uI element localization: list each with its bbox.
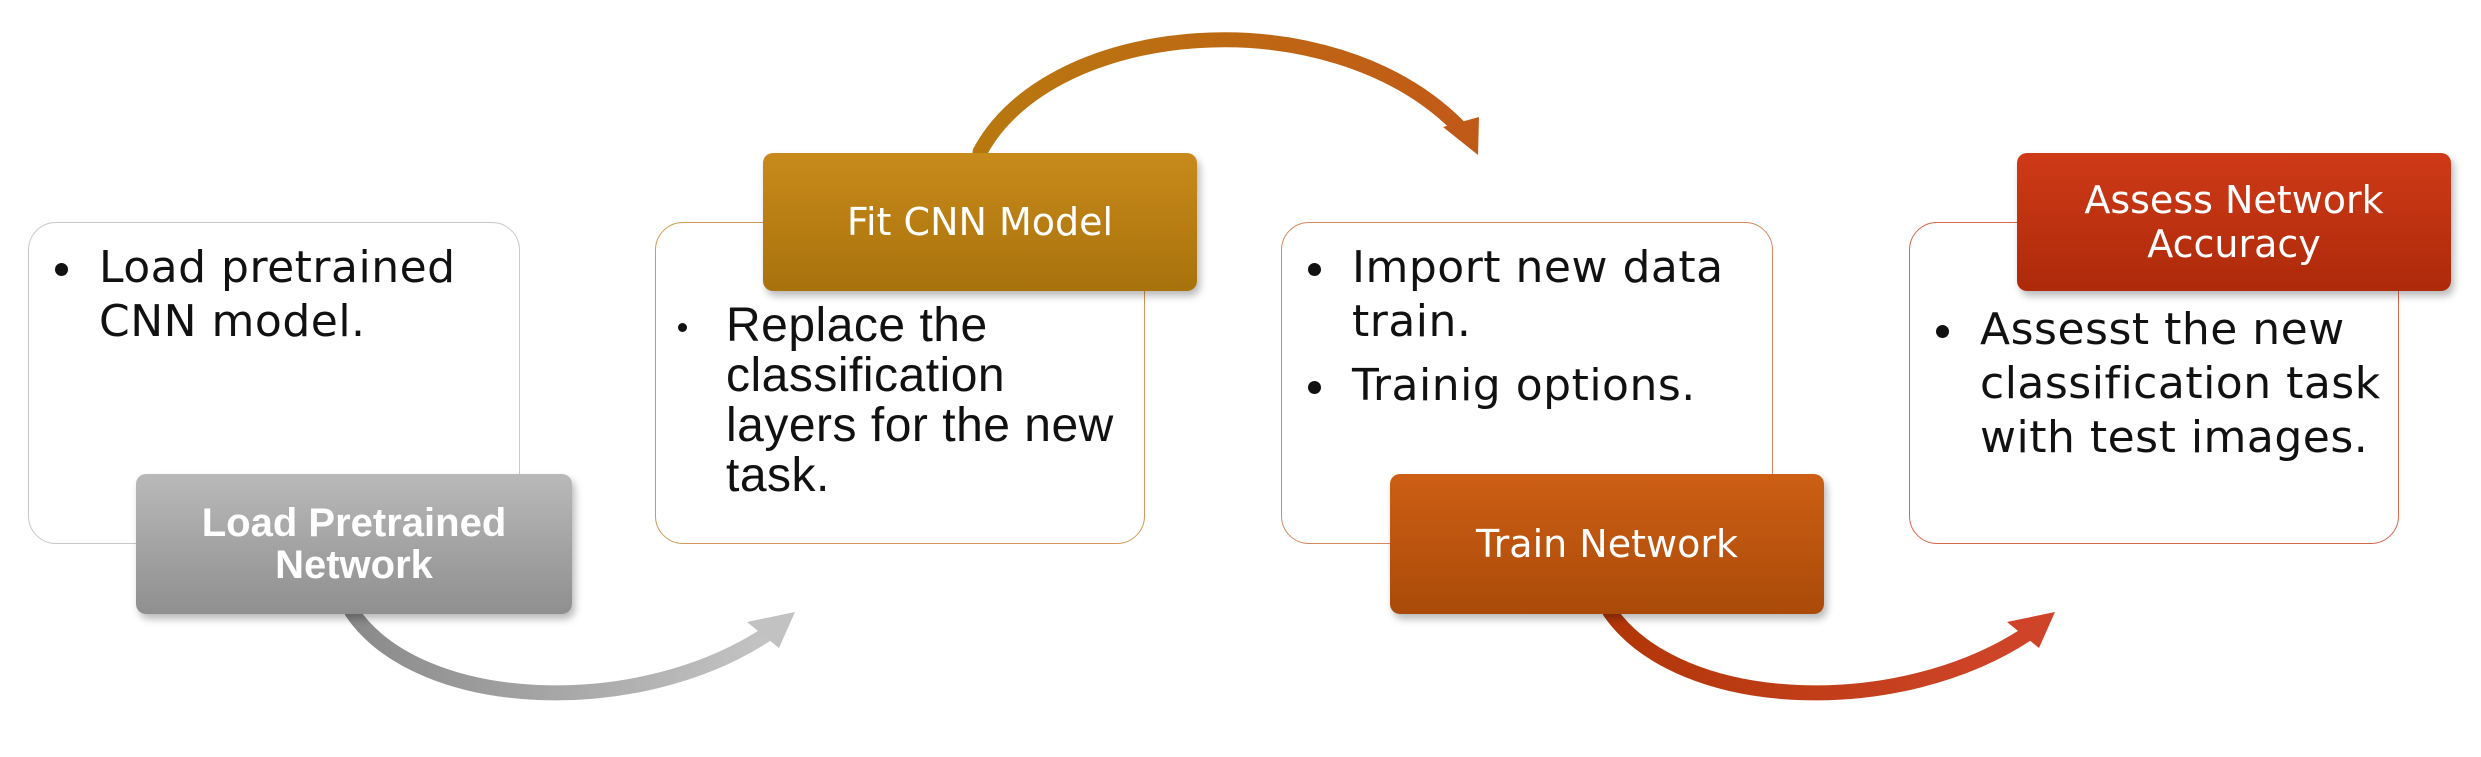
step1-bullet-1: Load pretrained CNN model.	[55, 241, 519, 349]
step2-title: Fit CNN Model	[763, 153, 1197, 291]
step2-bullet-1: Replace the classification layers for th…	[678, 301, 1126, 501]
step3-bullet-2: Trainig options.	[1308, 359, 1762, 413]
arrow-step2-to-step3	[972, 32, 1468, 160]
arrow-step1-to-step2	[344, 604, 778, 701]
step4-title: Assess Network Accuracy	[2017, 153, 2451, 291]
step1-title: Load Pretrained Network	[136, 474, 572, 614]
step4-bullets: Assesst the new classification task with…	[1936, 303, 2390, 465]
arrow-head-2	[1443, 117, 1479, 155]
step3-title: Train Network	[1390, 474, 1824, 614]
step3-bullets: Import new data train. Trainig options.	[1308, 241, 1762, 413]
arrow-head-1	[747, 612, 795, 648]
step2-bullets: Replace the classification layers for th…	[678, 301, 1126, 501]
step3-bullet-1: Import new data train.	[1308, 241, 1762, 349]
step4-bullet-1: Assesst the new classification task with…	[1936, 303, 2390, 465]
step1-bullets: Load pretrained CNN model.	[55, 241, 519, 349]
arrow-step3-to-step4	[1602, 604, 2038, 701]
arrow-head-3	[2007, 612, 2055, 648]
